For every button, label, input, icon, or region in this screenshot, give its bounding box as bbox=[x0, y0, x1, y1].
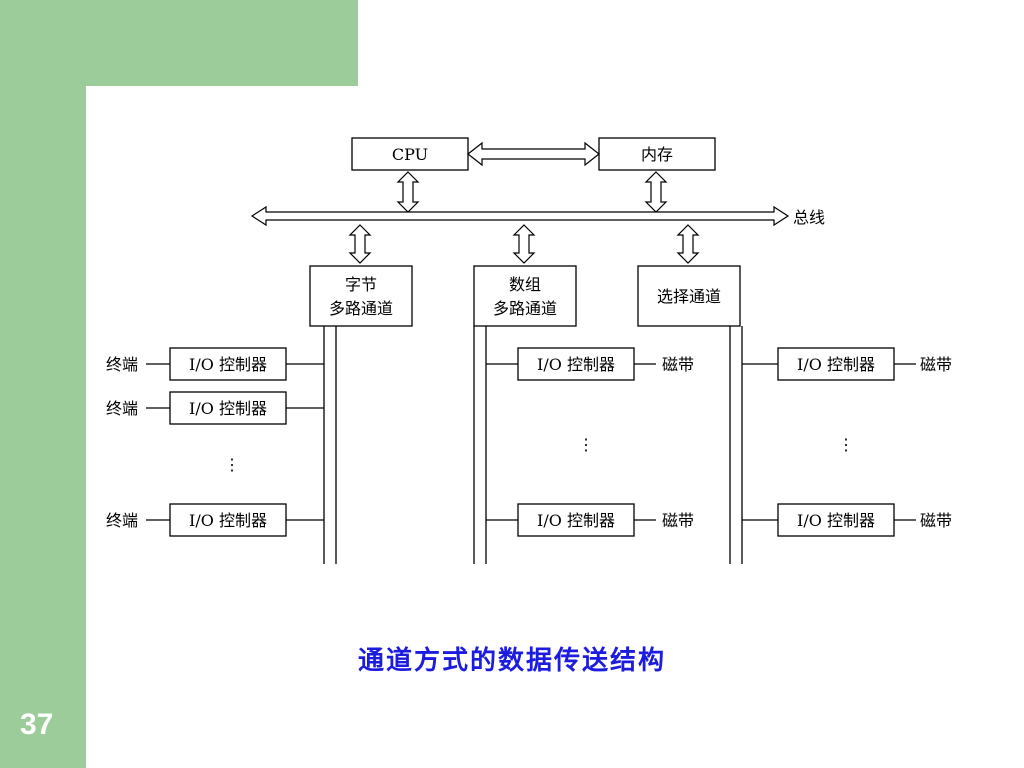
system-bus bbox=[250, 205, 790, 227]
selector-ellipsis: ⋮ bbox=[838, 435, 854, 454]
selector-channel-box bbox=[637, 265, 741, 327]
left-decor-band bbox=[0, 0, 86, 768]
terminal-label: 终端 bbox=[106, 399, 138, 418]
io-controller-label: I/O 控制器 bbox=[189, 511, 267, 530]
byte-channel-box bbox=[309, 265, 413, 327]
block-controller-n: I/O 控制器 磁带 bbox=[486, 503, 694, 537]
block-controller-1: I/O 控制器 磁带 bbox=[486, 347, 694, 381]
v-arrow-bus-block bbox=[512, 224, 536, 264]
io-controller-label: I/O 控制器 bbox=[189, 355, 267, 374]
byte-ellipsis: ⋮ bbox=[224, 455, 240, 474]
v-arrow-cpu-bus bbox=[396, 171, 420, 213]
tape-label: 磁带 bbox=[662, 355, 694, 374]
terminal-label: 终端 bbox=[106, 355, 138, 374]
tape-label: 磁带 bbox=[662, 511, 694, 530]
v-arrow-bus-selector bbox=[676, 224, 700, 264]
byte-controller-2: 终端 I/O 控制器 bbox=[106, 391, 324, 425]
cpu-memory-arrow bbox=[467, 141, 600, 167]
block-channel-bus bbox=[473, 326, 487, 564]
block-channel-box bbox=[473, 265, 577, 327]
block-ellipsis: ⋮ bbox=[578, 435, 594, 454]
io-controller-label: I/O 控制器 bbox=[797, 511, 875, 530]
selector-controller-1: I/O 控制器 磁带 bbox=[742, 347, 952, 381]
v-arrow-bus-byte bbox=[348, 224, 372, 264]
memory-label: 内存 bbox=[641, 145, 673, 164]
block-channel-line2: 多路通道 bbox=[493, 299, 557, 318]
io-controller-label: I/O 控制器 bbox=[189, 399, 267, 418]
byte-channel-line1: 字节 bbox=[345, 275, 377, 294]
v-arrow-memory-bus bbox=[644, 171, 668, 213]
diagram-caption: 通道方式的数据传送结构 bbox=[357, 646, 666, 676]
io-controller-label: I/O 控制器 bbox=[537, 355, 615, 374]
io-controller-label: I/O 控制器 bbox=[797, 355, 875, 374]
top-decor-band bbox=[0, 0, 358, 86]
block-channel-line1: 数组 bbox=[509, 275, 541, 294]
byte-channel-bus bbox=[323, 326, 337, 564]
byte-controller-n: 终端 I/O 控制器 bbox=[106, 503, 324, 537]
channel-diagram: CPU 内存 总线 字节 多路通道 数组 多路通道 选择通道 终端 I/O 控制… bbox=[106, 137, 952, 564]
selector-channel-label: 选择通道 bbox=[657, 287, 721, 306]
io-controller-label: I/O 控制器 bbox=[537, 511, 615, 530]
selector-controller-n: I/O 控制器 磁带 bbox=[742, 503, 952, 537]
cpu-label: CPU bbox=[392, 145, 428, 164]
byte-controller-1: 终端 I/O 控制器 bbox=[106, 347, 324, 381]
tape-label: 磁带 bbox=[920, 355, 952, 374]
page-number: 37 bbox=[20, 708, 54, 741]
tape-label: 磁带 bbox=[920, 511, 952, 530]
byte-channel-line2: 多路通道 bbox=[329, 299, 393, 318]
selector-channel-bus bbox=[729, 326, 743, 564]
bus-label: 总线 bbox=[793, 208, 825, 227]
terminal-label: 终端 bbox=[106, 511, 138, 530]
